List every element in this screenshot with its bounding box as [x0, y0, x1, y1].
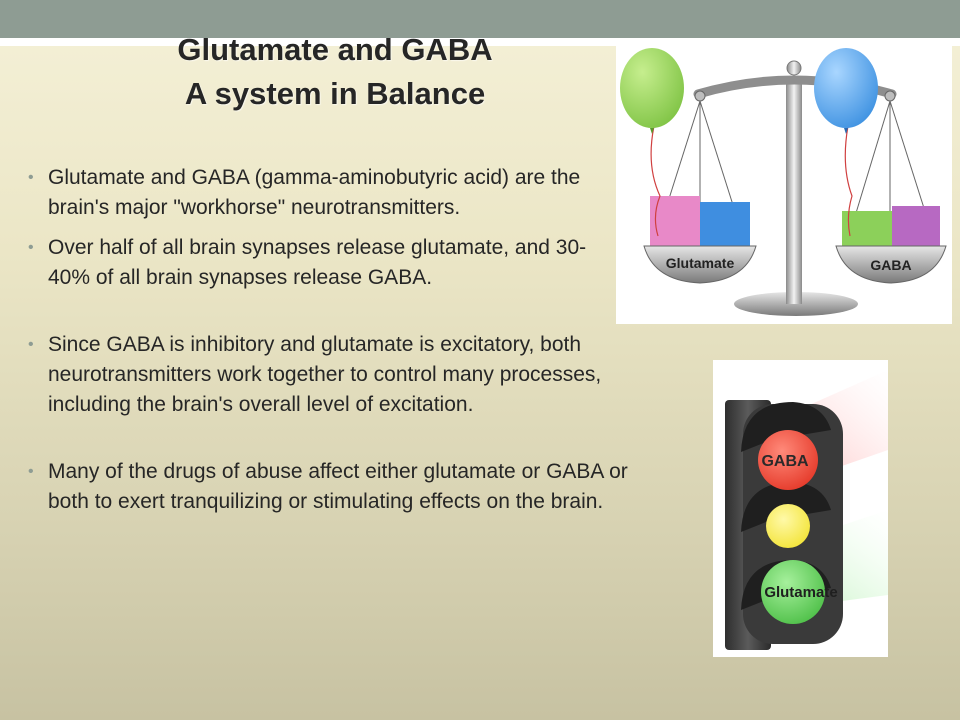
bullet-item: Many of the drugs of abuse affect either… — [28, 457, 628, 517]
green-balloon — [620, 48, 684, 128]
bullet-item: Over half of all brain synapses release … — [28, 233, 628, 293]
scale-left-pan-label: Glutamate — [666, 255, 735, 271]
bullet-item: Since GABA is inhibitory and glutamate i… — [28, 330, 628, 420]
scale-right-block-1 — [842, 211, 892, 251]
red-lamp — [758, 430, 818, 490]
scale-right-pan-label: GABA — [870, 257, 911, 273]
traffic-light-top-label: GABA — [761, 453, 809, 470]
bullet-item: Glutamate and GABA (gamma-aminobutyric a… — [28, 163, 628, 223]
title-line-1: Glutamate and GABA — [177, 32, 493, 67]
green-lamp — [761, 560, 825, 624]
balance-scale-image: Glutamate GABA — [616, 46, 952, 324]
scale-top-knob — [786, 60, 802, 76]
traffic-light-image: GABA Glutamate — [713, 360, 888, 657]
top-band — [0, 0, 960, 46]
slide-title: Glutamate and GABA A system in Balance — [120, 28, 550, 116]
traffic-light-illustration: GABA Glutamate — [725, 370, 888, 650]
balance-scale-illustration: Glutamate GABA — [620, 48, 947, 316]
yellow-lamp — [766, 504, 810, 548]
blue-balloon — [814, 48, 878, 128]
scale-right-pan — [835, 245, 947, 284]
bullet-list: Glutamate and GABA (gamma-aminobutyric a… — [28, 163, 628, 517]
scale-left-block-2 — [700, 202, 750, 251]
title-line-2: A system in Balance — [184, 76, 486, 111]
scale-post — [786, 76, 802, 304]
scale-left-pan — [643, 245, 757, 284]
scale-right-block-2 — [892, 206, 940, 251]
scale-left-block-1 — [650, 196, 700, 251]
traffic-light-bottom-label: Glutamate — [764, 584, 837, 601]
